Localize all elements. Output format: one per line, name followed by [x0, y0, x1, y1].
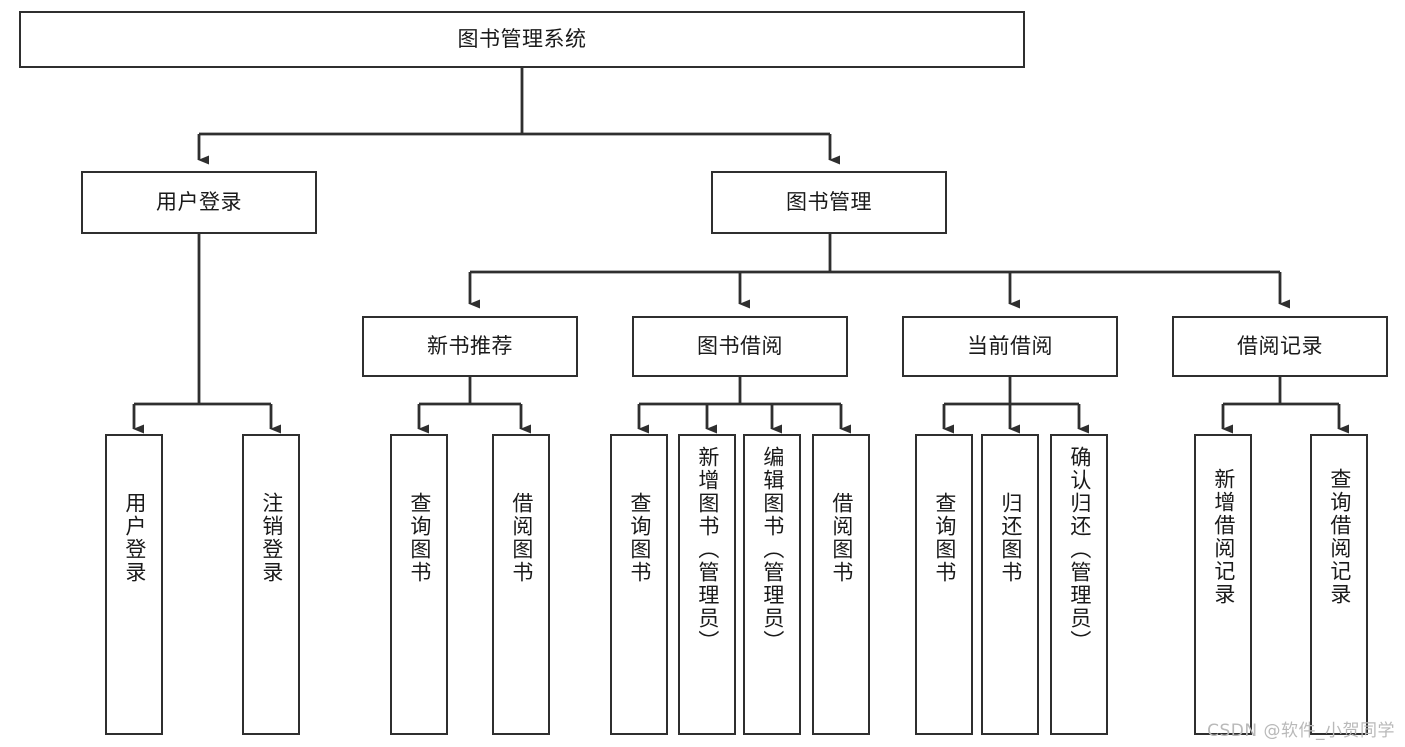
node-borrow-record[interactable]: 借阅记录	[1172, 316, 1388, 377]
leaf-borrow-query-book-label: 查询图书	[627, 492, 652, 584]
node-current-borrow[interactable]: 当前借阅	[902, 316, 1118, 377]
leaf-borrow-add-book-admin-label: 新增图书（管理员）	[695, 446, 720, 653]
leaf-current-confirm-return-admin[interactable]: 确认归还（管理员）	[1050, 434, 1108, 735]
node-book-borrow-label: 图书借阅	[697, 334, 783, 359]
node-root[interactable]: 图书管理系统	[19, 11, 1025, 68]
leaf-current-query-book-label: 查询图书	[932, 492, 957, 584]
leaf-borrow-add-book-admin[interactable]: 新增图书（管理员）	[678, 434, 736, 735]
leaf-current-query-book[interactable]: 查询图书	[915, 434, 973, 735]
leaf-recommend-borrow-book[interactable]: 借阅图书	[492, 434, 550, 735]
leaf-user-login-login-label: 用户登录	[122, 492, 147, 584]
node-new-book-recommend-label: 新书推荐	[427, 334, 513, 359]
leaf-borrow-borrow-book-label: 借阅图书	[829, 492, 854, 584]
leaf-user-login-logout[interactable]: 注销登录	[242, 434, 300, 735]
leaf-user-login-logout-label: 注销登录	[259, 492, 284, 584]
leaf-user-login-login[interactable]: 用户登录	[105, 434, 163, 735]
leaf-current-return-book-label: 归还图书	[998, 492, 1023, 584]
leaf-borrow-edit-book-admin[interactable]: 编辑图书（管理员）	[743, 434, 801, 735]
node-new-book-recommend[interactable]: 新书推荐	[362, 316, 578, 377]
leaf-borrow-query-book[interactable]: 查询图书	[610, 434, 668, 735]
leaf-record-query-record-label: 查询借阅记录	[1327, 468, 1352, 606]
leaf-recommend-query-book[interactable]: 查询图书	[390, 434, 448, 735]
leaf-current-return-book[interactable]: 归还图书	[981, 434, 1039, 735]
leaf-current-confirm-return-admin-label: 确认归还（管理员）	[1067, 446, 1092, 653]
leaf-borrow-edit-book-admin-label: 编辑图书（管理员）	[760, 446, 785, 653]
node-book-borrow[interactable]: 图书借阅	[632, 316, 848, 377]
node-root-label: 图书管理系统	[457, 27, 587, 52]
leaf-borrow-borrow-book[interactable]: 借阅图书	[812, 434, 870, 735]
node-book-management-label: 图书管理	[786, 190, 872, 215]
node-current-borrow-label: 当前借阅	[967, 334, 1053, 359]
node-book-management[interactable]: 图书管理	[711, 171, 947, 234]
leaf-record-add-record-label: 新增借阅记录	[1211, 468, 1236, 606]
node-user-login-label: 用户登录	[156, 190, 242, 215]
node-borrow-record-label: 借阅记录	[1237, 334, 1323, 359]
leaf-recommend-borrow-book-label: 借阅图书	[509, 492, 534, 584]
watermark-text: CSDN @软件_小贺同学	[1207, 721, 1395, 741]
node-user-login[interactable]: 用户登录	[81, 171, 317, 234]
leaf-record-add-record[interactable]: 新增借阅记录	[1194, 434, 1252, 735]
leaf-record-query-record[interactable]: 查询借阅记录	[1310, 434, 1368, 735]
leaf-recommend-query-book-label: 查询图书	[407, 492, 432, 584]
